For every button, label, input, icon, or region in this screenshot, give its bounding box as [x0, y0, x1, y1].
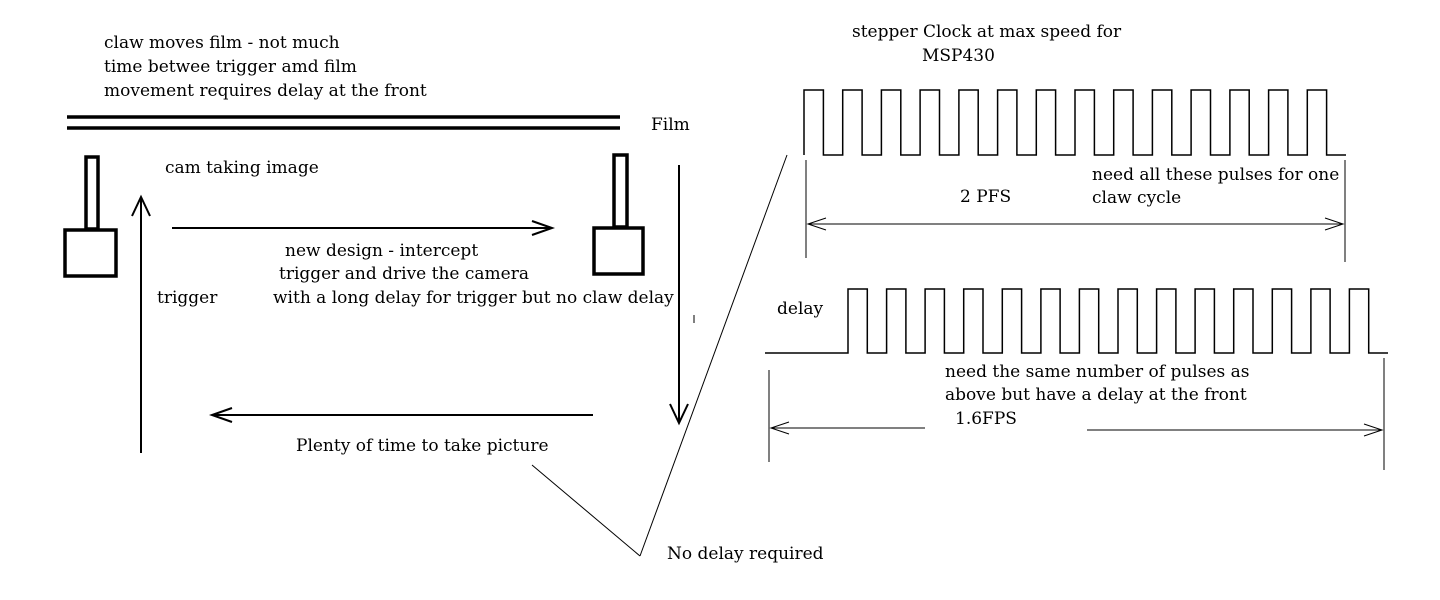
bottom-span-left-head — [769, 421, 790, 435]
return-arrow-head — [208, 407, 233, 423]
clock-note-line-1: stepper Clock at max speed for — [852, 22, 1122, 42]
trigger-label: trigger — [157, 288, 218, 308]
pointer-line-from-return — [531, 464, 641, 557]
return-note: Plenty of time to take picture — [296, 436, 549, 456]
pointer-line-from-clock — [639, 154, 788, 557]
clock-note-line-2: MSP430 — [922, 46, 995, 66]
claw-note-line-2: time betwee trigger amd film — [104, 57, 357, 77]
bottom-span-label: 1.6FPS — [955, 409, 1017, 429]
pulses-note-line-2: claw cycle — [1092, 188, 1182, 208]
claw-note-line-1: claw moves film - not much — [104, 33, 340, 53]
pulses-note-line-1: need all these pulses for one — [1092, 165, 1340, 185]
same-pulses-note-line-2: above but have a delay at the front — [945, 385, 1247, 405]
bottom-clock-waveform — [765, 288, 1388, 354]
film-label: Film — [651, 115, 690, 135]
cam-label: cam taking image — [165, 158, 319, 178]
same-pulses-note-line-1: need the same number of pulses as — [945, 362, 1250, 382]
delay-label: delay — [777, 299, 824, 319]
no-delay-note: No delay required — [667, 544, 824, 564]
top-span-left-head — [806, 217, 827, 231]
top-clock-waveform — [803, 89, 1346, 156]
left-claw-pin — [84, 155, 100, 231]
design-note-line-3: with a long delay for trigger but no cla… — [273, 288, 674, 308]
right-claw-pin — [612, 153, 629, 229]
claw-note-line-3: movement requires delay at the front — [104, 81, 427, 101]
bottom-span-right-head — [1363, 423, 1384, 437]
forward-arrow-head — [531, 220, 556, 236]
top-span-right-head — [1324, 217, 1345, 231]
design-note-line-2: trigger and drive the camera — [279, 264, 529, 284]
top-span-label: 2 PFS — [960, 187, 1012, 207]
trigger-arrow-head — [131, 194, 151, 217]
down-arrow-head — [669, 403, 689, 426]
left-camera-body — [63, 228, 118, 278]
right-camera-body — [592, 226, 645, 276]
design-note-line-1: new design - intercept — [285, 241, 479, 261]
